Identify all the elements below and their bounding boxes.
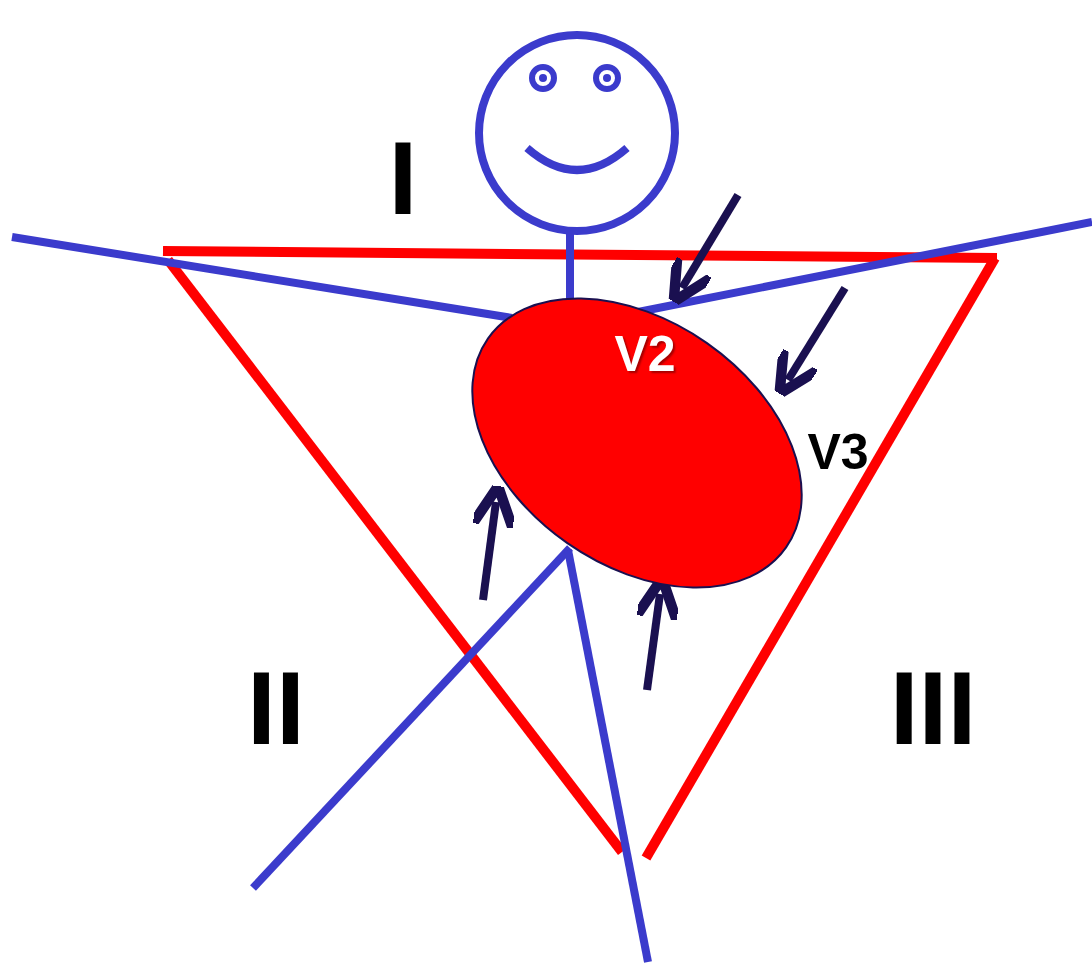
lead-label: III xyxy=(890,656,977,760)
stick-figure xyxy=(12,35,1092,962)
precordial-label: V3 xyxy=(807,427,868,477)
lead-label: I xyxy=(389,126,418,230)
heart-shape: V2 xyxy=(462,294,812,592)
lead-label: II xyxy=(247,656,305,760)
eye-pupils xyxy=(539,74,611,82)
lead-label: V2 xyxy=(614,329,675,379)
